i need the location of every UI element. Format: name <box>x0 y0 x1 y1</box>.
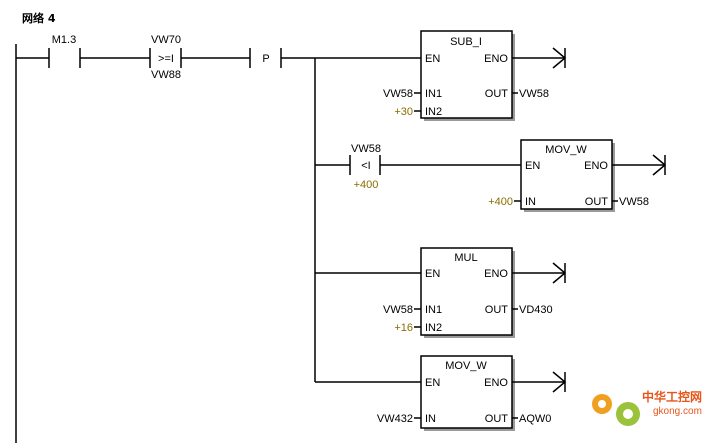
compare-ge-bottom-operand: VW88 <box>151 69 181 81</box>
mov-w-box-1[interactable]: MOV_W EN ENO IN OUT <box>520 139 615 212</box>
mov-w-2-title: MOV_W <box>445 360 487 372</box>
mul-in1-value: VW58 <box>383 304 413 316</box>
mov-w-2-eno-pin: ENO <box>484 377 508 389</box>
mov-w-1-title: MOV_W <box>545 144 587 156</box>
contact-m1-3-label: M1.3 <box>52 34 76 46</box>
coil-end-arrow-icon <box>552 262 567 284</box>
mov-w-1-out-pin: OUT <box>585 196 609 208</box>
positive-transition-contact[interactable]: P <box>249 48 282 68</box>
mov-w-2-in-pin: IN <box>425 413 436 425</box>
mov-w-2-out-value: AQW0 <box>519 413 551 425</box>
watermark-brand: 中华工控网 <box>642 389 702 404</box>
sub-i-title: SUB_I <box>450 36 482 48</box>
sub-i-out-pin: OUT <box>485 88 509 100</box>
network-title: 网络 4 <box>22 11 56 25</box>
compare-contact-ge[interactable]: VW70 >=I VW88 <box>149 34 182 81</box>
compare-lt-bottom-operand: +400 <box>354 179 379 191</box>
watermark-url: gkong.com <box>653 406 702 417</box>
mul-in2-pin: IN2 <box>425 322 442 334</box>
sub-i-box[interactable]: SUB_I EN ENO IN1 IN2 OUT <box>420 30 515 121</box>
mul-en-pin: EN <box>425 268 440 280</box>
mov-w-1-in-pin: IN <box>525 196 536 208</box>
coil-end-arrow-icon <box>552 371 567 393</box>
sub-i-in1-pin: IN1 <box>425 88 442 100</box>
compare-contact-lt[interactable]: VW58 <I +400 <box>349 143 381 191</box>
compare-lt-operator: <I <box>361 160 370 172</box>
compare-lt-top-operand: VW58 <box>351 143 381 155</box>
mul-box[interactable]: MUL EN ENO IN1 IN2 OUT <box>420 247 515 338</box>
sub-i-eno-pin: ENO <box>484 53 508 65</box>
branch-lines <box>314 58 521 383</box>
mov-w-2-in-value: VW432 <box>377 413 413 425</box>
mov-w-2-out-pin: OUT <box>485 413 509 425</box>
contact-m1-3[interactable]: M1.3 <box>48 34 81 68</box>
compare-ge-top-operand: VW70 <box>151 34 181 46</box>
mul-title: MUL <box>454 252 477 264</box>
mul-eno-pin: ENO <box>484 268 508 280</box>
mul-out-value: VD430 <box>519 304 553 316</box>
sub-i-in2-pin: IN2 <box>425 106 442 118</box>
sub-i-in1-value: VW58 <box>383 88 413 100</box>
mov-w-1-en-pin: EN <box>525 160 540 172</box>
mov-w-1-eno-pin: ENO <box>584 160 608 172</box>
mul-out-pin: OUT <box>485 304 509 316</box>
positive-transition-label: P <box>262 53 269 65</box>
sub-i-in2-value: +30 <box>394 106 413 118</box>
compare-ge-operator: >=I <box>158 53 174 65</box>
coil-end-arrow-icon <box>552 47 567 69</box>
mul-in2-value: +16 <box>394 322 413 334</box>
coil-end-arrow-icon <box>652 154 667 176</box>
watermark: 中华工控网 gkong.com <box>592 389 702 426</box>
sub-i-en-pin: EN <box>425 53 440 65</box>
sub-i-out-value: VW58 <box>519 88 549 100</box>
mov-w-2-en-pin: EN <box>425 377 440 389</box>
mov-w-1-in-value: +400 <box>488 196 513 208</box>
mov-w-box-2[interactable]: MOV_W EN ENO IN OUT <box>420 355 515 431</box>
mul-in1-pin: IN1 <box>425 304 442 316</box>
mov-w-1-out-value: VW58 <box>619 196 649 208</box>
gear-icon <box>592 394 640 426</box>
